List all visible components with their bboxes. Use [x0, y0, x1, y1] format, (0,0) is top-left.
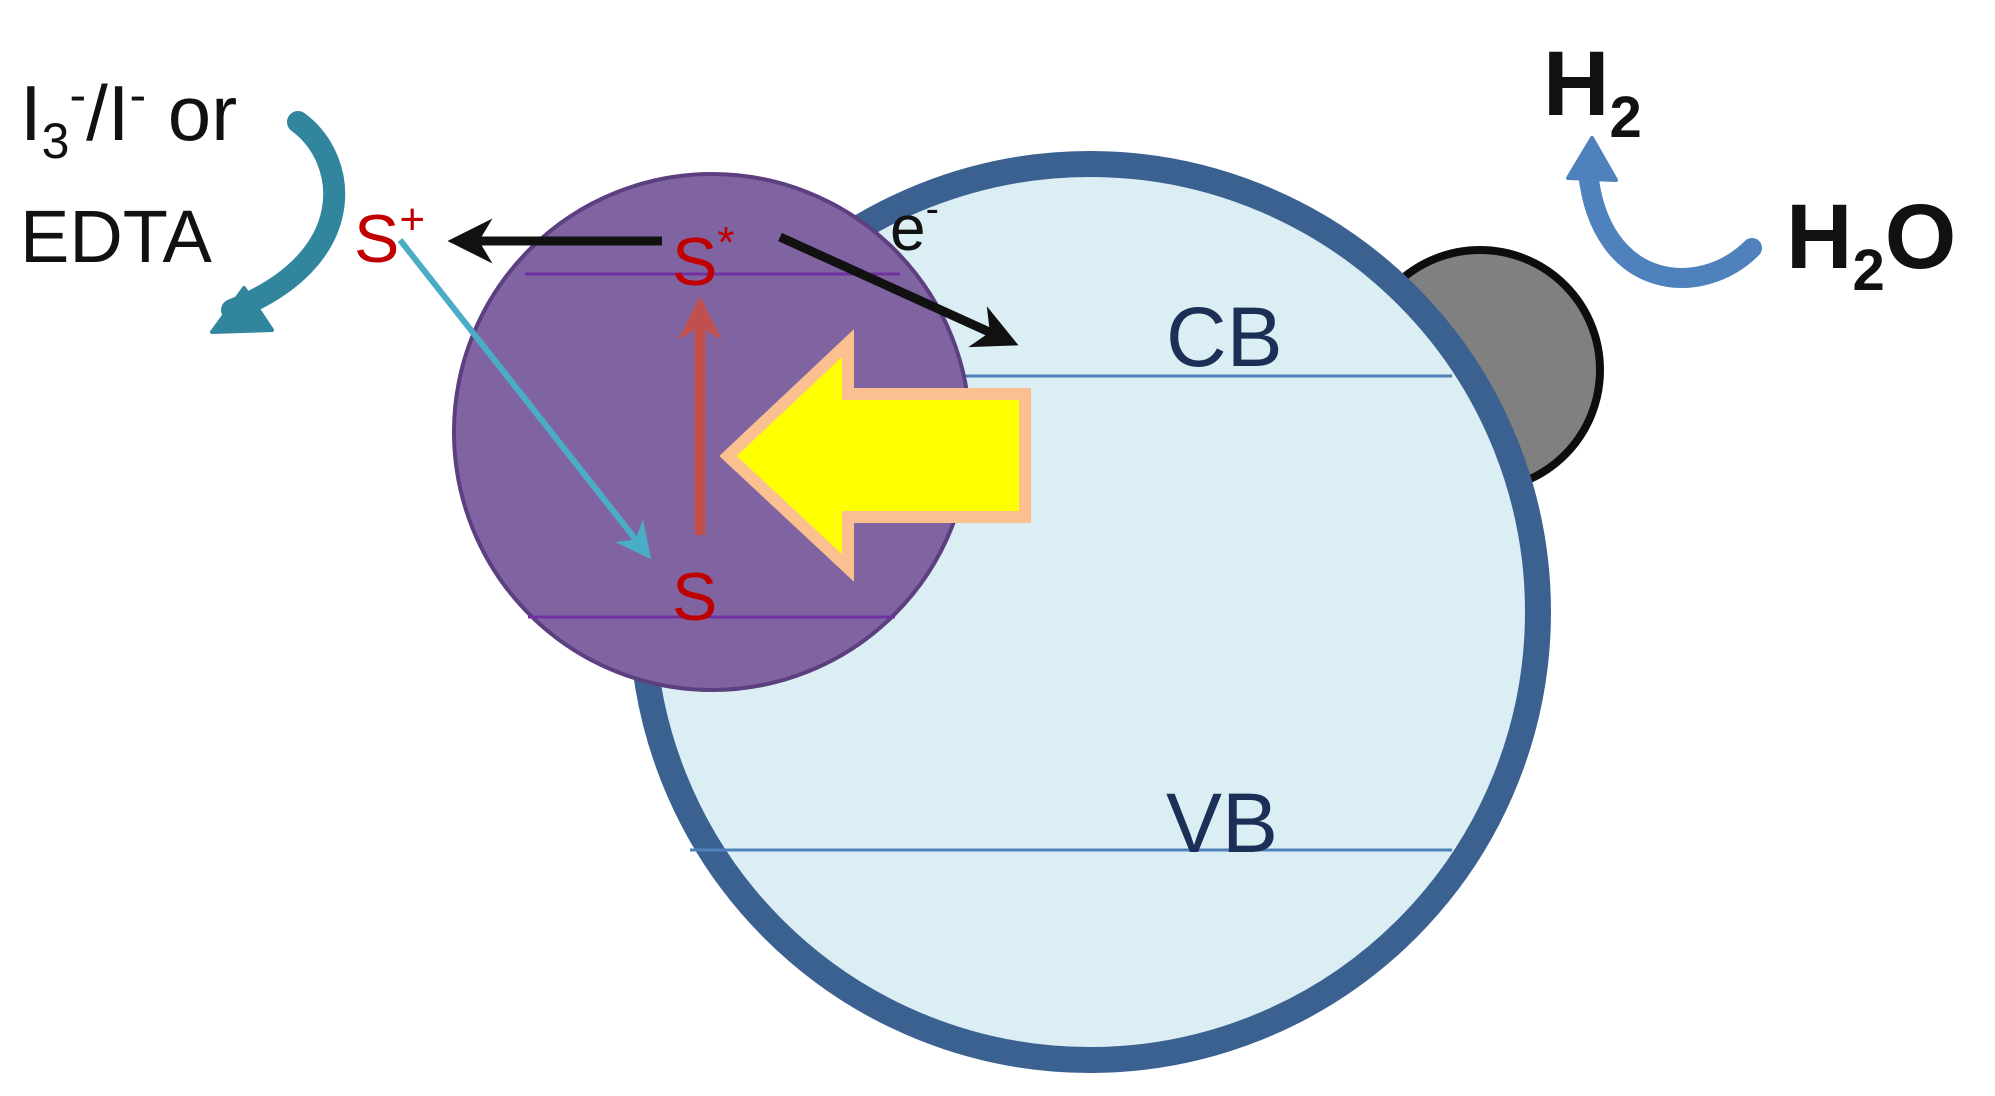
h2o-label: H2O — [1786, 186, 1956, 303]
s-plus-label: S+ — [354, 195, 425, 277]
s-excited-label: S* — [672, 218, 734, 300]
recombination-arrow — [397, 238, 652, 560]
light-arrow-icon — [719, 329, 1031, 582]
edta-label: EDTA — [20, 195, 213, 278]
regeneration-arrow — [210, 111, 346, 334]
s-ground-label: S — [672, 559, 717, 635]
electron-injection-arrow — [778, 232, 1019, 348]
water-reduction-arrow — [1566, 136, 1762, 288]
h2-label: H2 — [1543, 33, 1642, 150]
electron-label: e- — [890, 187, 939, 264]
redox-mediator-label: I3-/I- or — [20, 67, 237, 169]
cb-label: CB — [1166, 290, 1283, 384]
vb-label: VB — [1166, 776, 1278, 870]
